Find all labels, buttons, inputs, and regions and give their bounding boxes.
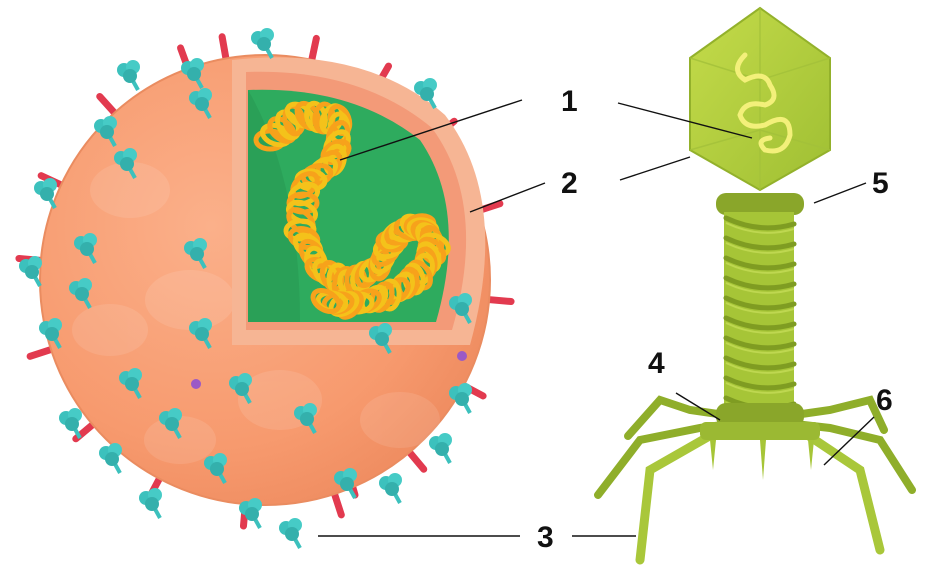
sheath-ring — [723, 255, 797, 271]
label-4: 4 — [648, 347, 665, 380]
glycoprotein-knob — [159, 408, 182, 439]
glycoprotein-knob — [449, 383, 472, 414]
sheath-highlight — [725, 382, 795, 394]
glycoprotein-knob — [184, 238, 207, 269]
tail-fibers-front — [635, 425, 885, 565]
glycoprotein-knob — [181, 58, 204, 89]
cutaway-interior — [232, 57, 486, 346]
glycoprotein-knob — [294, 403, 317, 434]
glycoprotein-knob — [189, 88, 212, 119]
glycoprotein-knob — [379, 473, 402, 504]
glycoprotein-knob — [139, 488, 162, 519]
membrane-protein — [457, 351, 467, 361]
sheath-ring — [723, 215, 797, 231]
bacteriophage — [594, 6, 916, 565]
sheath-highlight — [725, 242, 795, 254]
glycoprotein-knob — [99, 443, 122, 474]
leader-2-left — [469, 182, 546, 213]
membrane-protein — [191, 379, 201, 389]
base-plate — [700, 422, 820, 440]
sheath-ring — [723, 275, 797, 291]
label-2: 2 — [561, 167, 578, 200]
glycoprotein-knob — [34, 178, 57, 209]
sheath-ring — [723, 355, 797, 371]
glycoprotein-knob — [59, 408, 82, 439]
glycoprotein-knob — [39, 318, 62, 349]
sheath-highlight — [725, 322, 795, 334]
enveloped-virus — [15, 28, 515, 549]
glycoprotein-knob — [229, 373, 252, 404]
number-labels: 1 2 3 4 5 6 — [537, 85, 893, 554]
label-5: 5 — [872, 167, 889, 200]
leader-1-left — [339, 99, 523, 161]
glycoprotein-knob — [251, 28, 274, 59]
glycoprotein-knob — [414, 78, 437, 109]
coil-ring — [310, 288, 342, 314]
sheath-ring — [723, 375, 797, 391]
leader-5 — [813, 182, 867, 204]
glycoprotein-knob — [69, 278, 92, 309]
sheath-highlight — [725, 262, 795, 274]
glycoprotein-knob — [239, 498, 262, 529]
glycoprotein-knob — [117, 60, 140, 91]
glycoprotein-knob — [334, 468, 357, 499]
leader-6 — [823, 416, 875, 466]
nucleic-acid-coil — [253, 100, 451, 320]
glycoprotein-knob — [119, 368, 142, 399]
sheath-ring — [723, 335, 797, 351]
sheath-highlight — [725, 222, 795, 234]
tail-pins — [710, 440, 814, 480]
coil-ring — [300, 163, 334, 187]
glycoprotein-knob — [279, 518, 302, 549]
sheath-highlight — [725, 282, 795, 294]
envelope-texture — [72, 162, 440, 464]
label-6: 6 — [876, 384, 893, 417]
envelope-glycoproteins — [19, 28, 472, 549]
glycoprotein-knob — [94, 116, 117, 147]
glycoprotein-knob — [204, 453, 227, 484]
leader-1-right — [617, 102, 753, 139]
glycoprotein-knob — [114, 148, 137, 179]
sheath-ring — [723, 295, 797, 311]
phage-dna — [735, 52, 793, 154]
sheath-ring — [723, 235, 797, 251]
glycoprotein-knob — [19, 256, 42, 287]
label-3: 3 — [537, 521, 554, 554]
glycoprotein-knob — [449, 293, 472, 324]
label-1: 1 — [561, 85, 578, 118]
phage-collar — [716, 193, 804, 215]
sheath-highlight — [725, 342, 795, 354]
glycoprotein-knob — [369, 323, 392, 354]
glycoprotein-knob — [189, 318, 212, 349]
base-plate-top — [716, 403, 804, 427]
sheath-highlight — [725, 302, 795, 314]
glycoprotein-knob — [429, 433, 452, 464]
leader-lines — [318, 99, 875, 537]
leader-2-right — [619, 156, 691, 181]
sheath-highlight — [725, 362, 795, 374]
glycoprotein-knob — [74, 233, 97, 264]
coil-ring — [283, 218, 317, 242]
leader-4 — [675, 392, 721, 421]
sheath-ring — [723, 315, 797, 331]
